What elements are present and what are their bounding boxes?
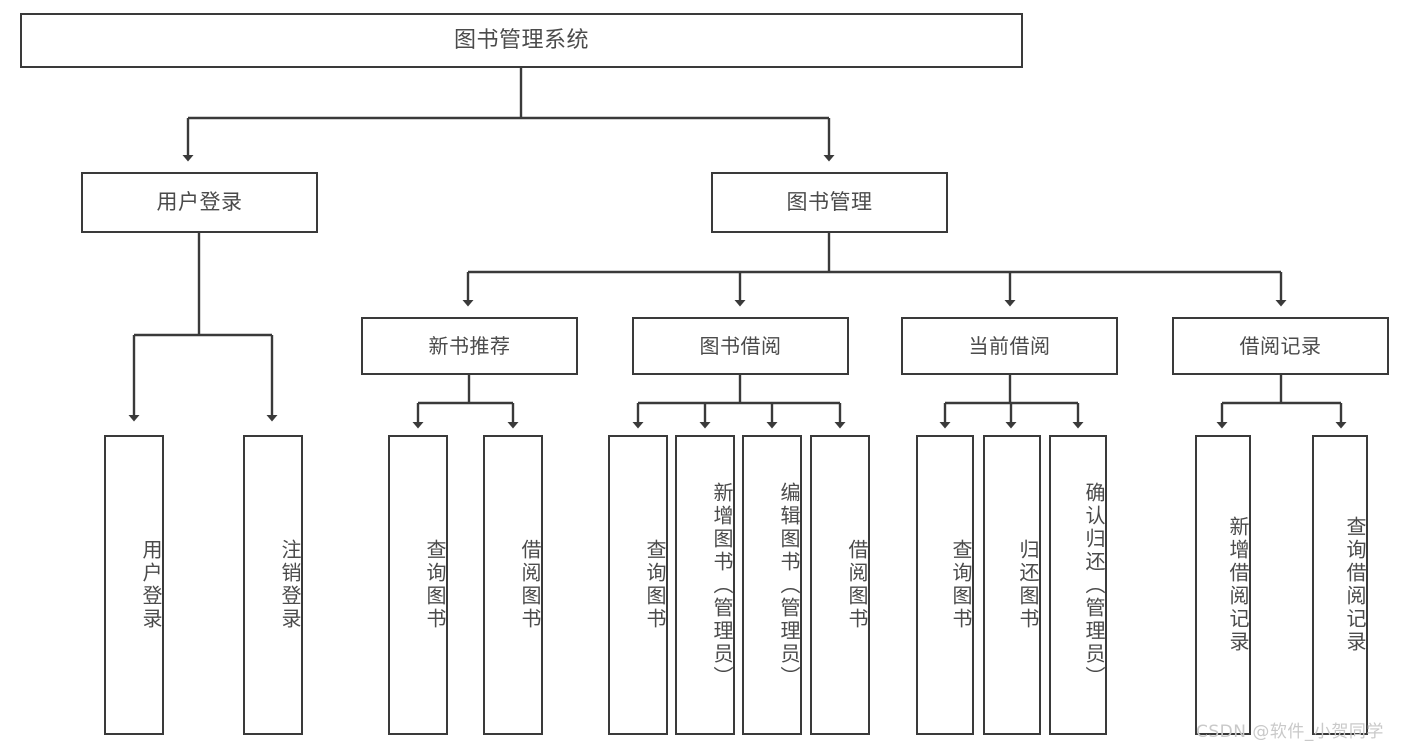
leaf-current-borrow-return[interactable]: 归还图书 xyxy=(983,435,1041,735)
leaf-current-borrow-query[interactable]: 查询图书 xyxy=(916,435,974,735)
node-new-book-recommend[interactable]: 新书推荐 xyxy=(361,317,578,375)
leaf-new-book-query[interactable]: 查询图书 xyxy=(388,435,448,735)
leaf-current-borrow-confirm[interactable]: 确认归还（管理员） xyxy=(1049,435,1107,735)
leaf-book-borrow-edit[interactable]: 编辑图书（管理员） xyxy=(742,435,802,735)
node-borrow-record[interactable]: 借阅记录 xyxy=(1172,317,1389,375)
node-root-system[interactable]: 图书管理系统 xyxy=(20,13,1023,68)
node-current-borrow[interactable]: 当前借阅 xyxy=(901,317,1118,375)
leaf-new-book-borrow[interactable]: 借阅图书 xyxy=(483,435,543,735)
leaf-label: 新增借阅记录 xyxy=(1226,516,1250,654)
leaf-label: 用户登录 xyxy=(139,539,163,631)
leaf-label: 借阅图书 xyxy=(845,539,869,631)
leaf-borrow-record-query[interactable]: 查询借阅记录 xyxy=(1312,435,1368,735)
leaf-user-login-login[interactable]: 用户登录 xyxy=(104,435,164,735)
leaf-label: 查询图书 xyxy=(949,539,973,631)
leaf-label: 注销登录 xyxy=(278,539,302,631)
leaf-label: 新增图书（管理员） xyxy=(710,481,734,689)
leaf-label: 查询图书 xyxy=(643,539,667,631)
leaf-label: 借阅图书 xyxy=(518,539,542,631)
node-book-borrow[interactable]: 图书借阅 xyxy=(632,317,849,375)
node-user-login[interactable]: 用户登录 xyxy=(81,172,318,233)
leaf-user-login-logout[interactable]: 注销登录 xyxy=(243,435,303,735)
leaf-label: 编辑图书（管理员） xyxy=(777,481,801,689)
leaf-label: 查询图书 xyxy=(423,539,447,631)
leaf-book-borrow-query[interactable]: 查询图书 xyxy=(608,435,668,735)
leaf-book-borrow-borrow[interactable]: 借阅图书 xyxy=(810,435,870,735)
leaf-book-borrow-add[interactable]: 新增图书（管理员） xyxy=(675,435,735,735)
leaf-borrow-record-add[interactable]: 新增借阅记录 xyxy=(1195,435,1251,735)
node-book-management[interactable]: 图书管理 xyxy=(711,172,948,233)
csdn-watermark: CSDN @软件_小贺同学 xyxy=(1196,722,1384,742)
leaf-label: 查询借阅记录 xyxy=(1343,516,1367,654)
leaf-label: 确认归还（管理员） xyxy=(1082,481,1106,689)
leaf-label: 归还图书 xyxy=(1016,539,1040,631)
